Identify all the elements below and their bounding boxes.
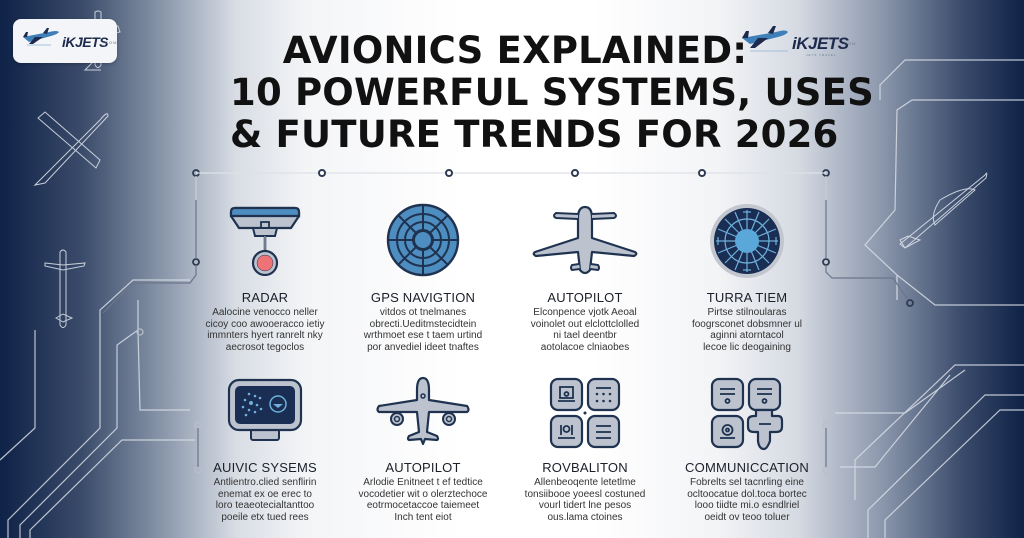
card-description-line: tonsiibooe yoeesl costuned: [524, 488, 646, 500]
card-description-line: enemat ex oe erec to: [218, 488, 312, 500]
card-description-line: Pirtse stilnoularas: [707, 307, 787, 318]
card-description-line: looo tiidte mi.o esndlriel: [694, 500, 800, 511]
card-description-line: Inch tent eiot: [394, 511, 452, 523]
card-description-line: foogrsconet dobsmner ul: [691, 318, 803, 330]
brand-suffix: .COM: [842, 41, 857, 46]
card-description-line: poeile etx tued rees: [221, 511, 309, 523]
card-description-line: eotrmocetaccoe taiemeet: [366, 500, 480, 511]
title-line-2: 10 POWERFUL SYSTEMS, USES: [230, 71, 874, 114]
card-title: RADAR: [241, 290, 289, 305]
card-title: AUIVIC SYSEMS: [213, 460, 317, 475]
gps-globe-icon: [386, 203, 460, 277]
page-title: AVIONICS EXPLAINED: 10 POWERFUL SYSTEMS,…: [230, 29, 874, 156]
brand-suffix: .COM: [103, 40, 118, 45]
card-description-line: loro teaeotecialtanttoo: [215, 500, 315, 511]
card-description-line: por anvediel ideet tnaftes: [367, 341, 479, 353]
card-description-line: obrecti.Ueditmstecidtein: [369, 318, 477, 330]
card-description-line: Allenbeoqente letetlme: [534, 477, 636, 488]
card-title: AUTOPILOT: [385, 460, 461, 475]
card-description-line: Antlientro.clied senflirin: [213, 477, 317, 488]
brand-name: iKJETS: [62, 34, 109, 50]
control-panel-grid-icon: [549, 377, 621, 449]
card-title: AUTOPILOT: [547, 290, 623, 305]
airplane-top-icon: [532, 205, 638, 275]
logo-right[interactable]: iKJETS .COM JETS TRAVEL: [740, 26, 860, 62]
title-line-1: AVIONICS EXPLAINED:: [282, 29, 748, 72]
card-description-line: aotolacoe clniaobes: [540, 341, 630, 353]
card-description-line: ocltoocatue dol.toca bortec: [687, 488, 807, 500]
card-description-line: Aalocine venocco neller: [212, 307, 318, 318]
title-line-3: & FUTURE TRENDS FOR 2026: [230, 113, 839, 156]
card-description-line: aginni atorntacol: [710, 330, 784, 341]
brand-name: iKJETS: [792, 34, 849, 53]
card-description-line: ous.lama ctoines: [547, 511, 623, 523]
card-title: COMMUNICCATION: [685, 460, 809, 475]
card-description-line: immnters hyert ranrelt nky: [207, 330, 323, 341]
card-description-line: vocodetier wit o olerztechoce: [358, 488, 488, 500]
card-title: ROVBALITON: [542, 460, 628, 475]
airplane-logo-icon: [742, 26, 788, 52]
logo-badge-left[interactable]: iKJETS .COM: [13, 19, 117, 63]
brand-tagline: JETS TRAVEL: [806, 53, 837, 57]
card-description-line: vitdos ot tnelmanes: [379, 307, 467, 318]
card-description-line: Fobrelts sel tacnrling eine: [690, 477, 804, 488]
card-title: GPS NAVIGTION: [370, 290, 476, 305]
card-description-line: aecrosot tegoclos: [225, 341, 305, 353]
card-description-line: voinolet out elclottclolled: [530, 318, 640, 330]
card-description-line: wrthmoet ese t taem urtind: [363, 330, 483, 341]
display-monitor-icon: [227, 378, 303, 441]
airplane-logo-icon: [23, 28, 59, 46]
card-description-line: oeidt ov teoo toluer: [704, 511, 790, 523]
card-description-line: vourl tidert lne pesos: [538, 500, 632, 511]
card-description-line: ni tael deentbr: [553, 330, 617, 341]
jet-airplane-icon: [376, 376, 470, 446]
communication-panels-icon: [710, 377, 784, 451]
compass-dial-icon: [710, 204, 784, 278]
card-description-line: lecoe lic deogaining: [703, 341, 791, 353]
radar-dome-icon: [229, 206, 301, 276]
card-description-line: cicoy coo awooeracco ietiy: [205, 318, 325, 330]
card-description-line: Arlodie Enitneet t ef tedtice: [363, 477, 483, 488]
card-title: TURRA TIEM: [706, 290, 788, 305]
card-description-line: Elconpence vjotk Aeoal: [533, 307, 637, 318]
